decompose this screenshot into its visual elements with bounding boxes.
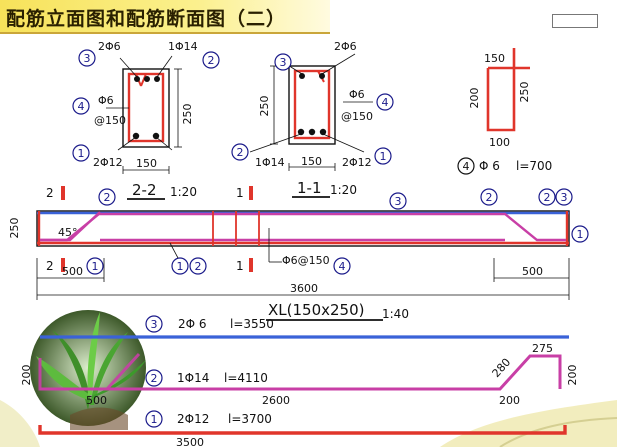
elevation-title: XL(150x250): [268, 301, 364, 319]
section-2-2: 3 2Φ6 1Φ14 2 4 Φ6 @150 1 2Φ12 150 250 2-…: [72, 40, 220, 200]
section-mark-1-top: 1: [236, 186, 244, 200]
corner-ornament: [0, 400, 617, 447]
section22-height: 250: [181, 104, 194, 125]
elev-circle-1-right: 1: [577, 228, 584, 241]
circle-2-label: 2: [208, 54, 215, 67]
plant-decoration: [30, 310, 146, 430]
section22-bottom-bar: 2Φ12: [93, 156, 123, 169]
circle-1-label: 1: [380, 150, 387, 163]
elev-circle-2: 2: [104, 191, 111, 204]
stirrup-detail: 150 200 250 100 4 Φ 6 l=700: [457, 48, 552, 175]
circle-4-label: 4: [382, 96, 389, 109]
bar2-length: l=4110: [224, 371, 268, 385]
elev-circle-4: 4: [339, 260, 346, 273]
section11-bottom-left-bar: 1Φ14: [255, 156, 285, 169]
elev-circle-3-far: 3: [561, 191, 568, 204]
elev-circle-2-far: 2: [544, 191, 551, 204]
section11-stirrup-spacing: @150: [341, 110, 373, 123]
section22-scale: 1:20: [170, 185, 197, 199]
section11-name: 1-1: [297, 179, 322, 197]
stirrup-detail-height-left: 200: [468, 88, 481, 109]
section22-name: 2-2: [132, 181, 157, 199]
bar2-dim-bottom-right: 200: [499, 394, 520, 407]
circle-2-label: 2: [237, 146, 244, 159]
section22-top-bar: 2Φ6: [98, 40, 121, 53]
bar1-label: 2Φ12: [177, 412, 209, 426]
section-mark-1-bottom: 1: [236, 259, 244, 273]
circle-4-label: 4: [78, 100, 85, 113]
stirrup-detail-height-right: 250: [518, 82, 531, 103]
bar-3: 3 2Φ 6 l=3550: [40, 315, 569, 339]
title-banner: 配筋立面图和配筋断面图（二）: [0, 0, 330, 34]
section22-stirrup-spacing: @150: [94, 114, 126, 127]
elevation-right-dim: 500: [522, 265, 543, 278]
section22-stirrup: Φ6: [98, 94, 114, 107]
circle-3-label: 3: [84, 52, 91, 65]
section-mark-2-top: 2: [46, 186, 54, 200]
section-1-1: 2Φ6 3 Φ6 4 @150 2 1Φ14 2Φ12 1 150 250 1-…: [231, 40, 394, 198]
section22-corner-bar: 1Φ14: [168, 40, 198, 53]
elevation-scale: 1:40: [382, 307, 409, 321]
section11-height: 250: [258, 96, 271, 117]
bar2-dim-main: 2600: [262, 394, 290, 407]
bar2-dim-right: 200: [566, 365, 579, 386]
bar3-circle: 3: [151, 318, 158, 331]
section11-top-bar: 2Φ6: [334, 40, 357, 53]
elevation-angle: 45°: [58, 226, 78, 239]
section11-scale: 1:20: [330, 183, 357, 197]
elev-circle-1: 1: [92, 260, 99, 273]
bar2-dim-left: 200: [20, 365, 33, 386]
elev-circle-1-mid: 1: [177, 260, 184, 273]
page-title: 配筋立面图和配筋断面图（二）: [6, 8, 287, 30]
section11-bottom-right-bar: 2Φ12: [342, 156, 372, 169]
elev-circle-3: 3: [395, 195, 402, 208]
section22-width: 150: [136, 157, 157, 170]
bar1-dim: 3500: [176, 436, 204, 447]
stirrup-detail-width: 150: [484, 52, 505, 65]
elevation-stirrup-label: Φ6@150: [282, 254, 330, 267]
beam-elevation: 45° 250 2 2 1 1 2 3 2 2 3 1 1 1: [8, 186, 589, 321]
stirrup-detail-bottom-width: 100: [489, 136, 510, 149]
elev-circle-2-right: 2: [486, 191, 493, 204]
bar-1: 1 2Φ12 l=3700 3500: [38, 410, 567, 447]
section11-width: 150: [301, 155, 322, 168]
stirrup-detail-circle: 4: [463, 160, 470, 173]
bar2-dim-top: 275: [532, 342, 553, 355]
circle-1-label: 1: [78, 147, 85, 160]
stirrup-detail-label: Φ 6: [479, 159, 500, 173]
slide-control-button[interactable]: [552, 14, 598, 28]
elev-circle-2-mid: 2: [195, 260, 202, 273]
bar2-circle: 2: [151, 372, 158, 385]
circle-3-label: 3: [280, 56, 287, 69]
elevation-height: 250: [8, 218, 21, 239]
bar1-circle: 1: [151, 413, 158, 426]
bar2-dim-bottom-left: 500: [86, 394, 107, 407]
elevation-total-length: 3600: [290, 282, 318, 295]
stirrup-detail-length: l=700: [516, 159, 552, 173]
bar3-length: l=3550: [230, 317, 274, 331]
elevation-left-dim: 500: [62, 265, 83, 278]
bar2-label: 1Φ14: [177, 371, 209, 385]
bar1-length: l=3700: [228, 412, 272, 426]
section11-stirrup: Φ6: [349, 88, 365, 101]
bar3-label: 2Φ 6: [178, 317, 207, 331]
section-mark-2-bottom: 2: [46, 259, 54, 273]
